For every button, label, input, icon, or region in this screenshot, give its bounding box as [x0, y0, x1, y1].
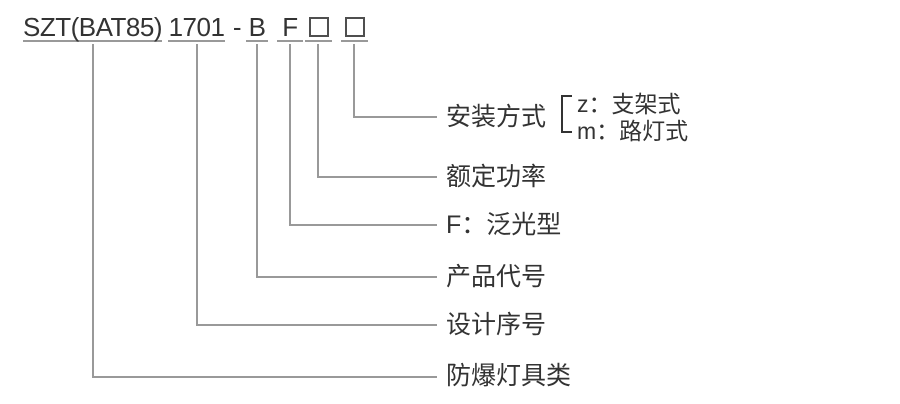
model-segment-mounting-placeholder — [341, 12, 368, 42]
callout-label-beam-type: F：泛光型 — [446, 211, 562, 239]
connector-horizontal-mounting — [353, 116, 437, 118]
model-segment-design-serial: 1701 — [168, 12, 225, 42]
model-segment-power-placeholder — [305, 12, 332, 42]
connector-vertical-design-serial — [196, 44, 198, 326]
model-segment-prefix: SZT(BAT85) — [23, 12, 162, 42]
connector-horizontal-product-code — [256, 276, 437, 278]
callout-label-product-code: 产品代号 — [446, 263, 547, 291]
connector-horizontal-rated-power — [317, 176, 437, 178]
connector-vertical-product-code — [256, 44, 258, 278]
connector-horizontal-design-serial — [196, 324, 437, 326]
options-bracket-icon — [561, 95, 572, 133]
connector-vertical-rated-power — [317, 44, 319, 178]
connector-vertical-lamp-category — [92, 44, 94, 378]
model-segment-product-code: B — [246, 12, 268, 42]
model-segment-beam-type: F — [277, 12, 303, 42]
connector-vertical-mounting — [353, 44, 355, 118]
model-segment-separator: - — [232, 12, 242, 42]
connector-horizontal-beam-type — [289, 224, 437, 226]
placeholder-box-icon — [344, 17, 365, 37]
connector-horizontal-lamp-category — [92, 376, 437, 378]
callout-label-lamp-category: 防爆灯具类 — [446, 362, 572, 390]
connector-vertical-beam-type — [289, 44, 291, 226]
mounting-option-bracket-type: z：支架式 — [577, 91, 681, 117]
placeholder-box-icon — [308, 17, 329, 37]
callout-label-rated-power: 额定功率 — [446, 163, 547, 191]
callout-label-design-serial: 设计序号 — [446, 311, 547, 339]
mounting-option-streetlamp-type: m：路灯式 — [577, 118, 689, 144]
callout-label-mounting: 安装方式 — [446, 103, 547, 131]
